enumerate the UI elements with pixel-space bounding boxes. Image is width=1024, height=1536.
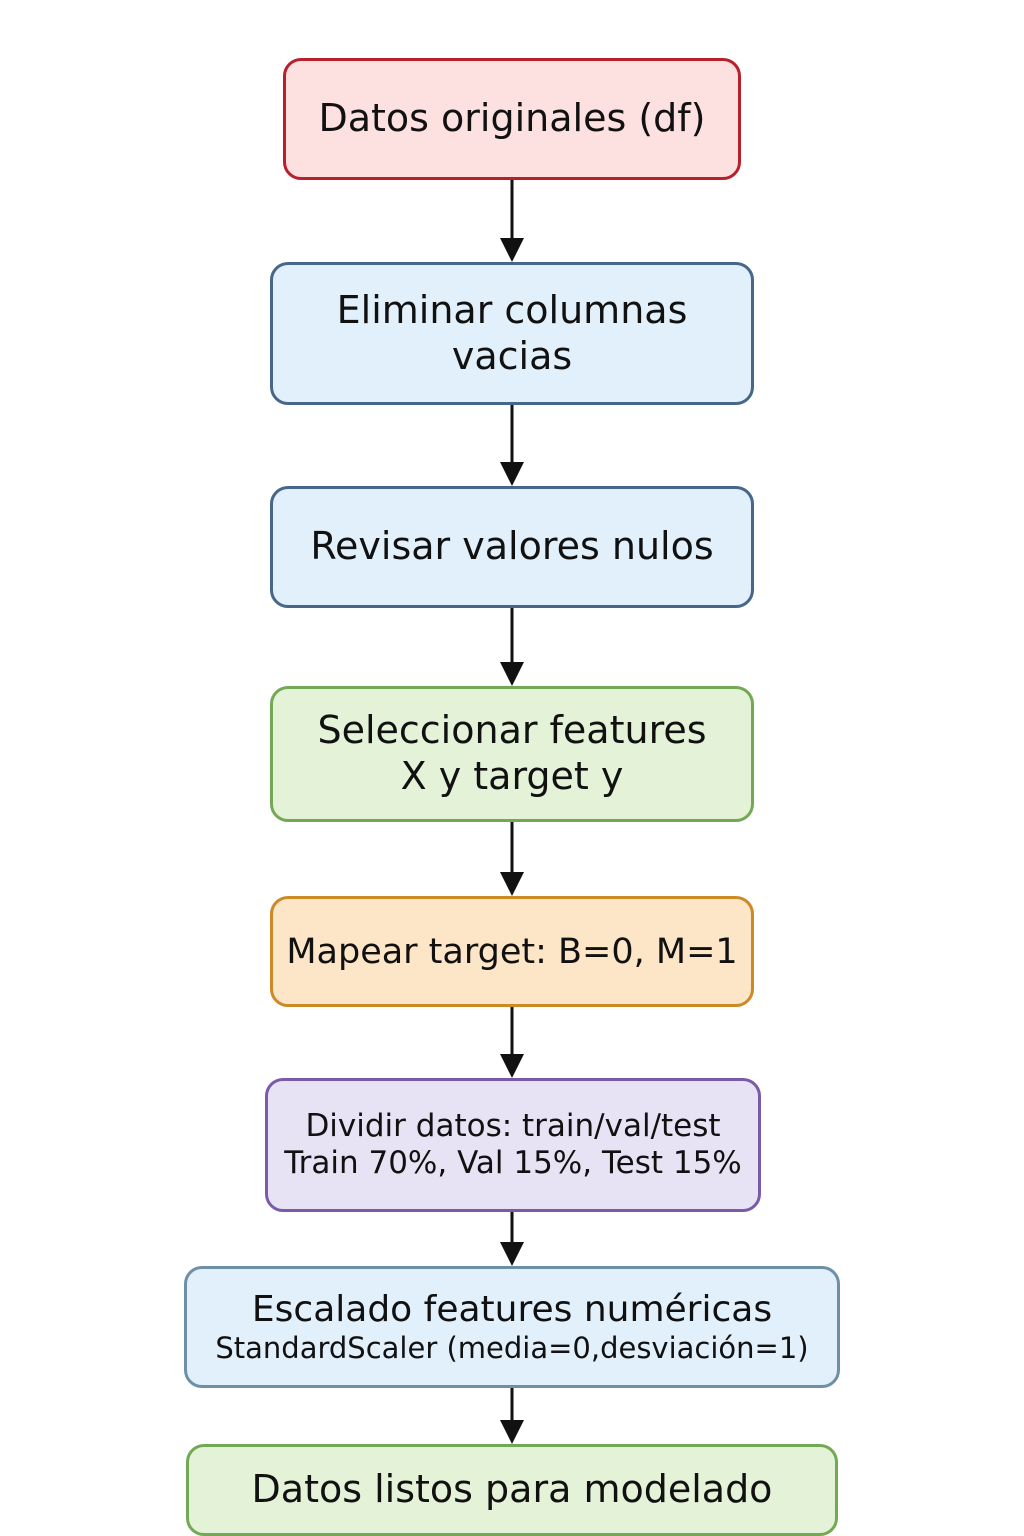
node-label-line-1: Seleccionar features [317,708,707,753]
node-datos-originales: Datos originales (df) [283,58,741,180]
node-label-line-2: Train 70%, Val 15%, Test 15% [284,1145,742,1181]
node-label-line-2: X y target y [400,754,624,798]
node-seleccionar-features: Seleccionar features X y target y [270,686,754,822]
node-mapear-target: Mapear target: B=0, M=1 [270,896,754,1007]
arrow-1 [500,180,524,262]
node-label: Datos listos para modelado [251,1467,773,1512]
node-revisar-nulos: Revisar valores nulos [270,486,754,608]
node-label-line-2: StandardScaler (media=0,desviación=1) [215,1331,809,1366]
arrow-4 [500,822,524,896]
arrow-2 [500,405,524,486]
node-label-line-1: Eliminar columnas [336,287,688,332]
node-label-line-1: Dividir datos: train/val/test [305,1107,721,1144]
node-dividir-datos: Dividir datos: train/val/test Train 70%,… [265,1078,761,1212]
node-label-line-1: Escalado features numéricas [251,1289,773,1330]
arrow-6 [500,1212,524,1266]
arrow-3 [500,608,524,686]
node-escalado: Escalado features numéricas StandardScal… [184,1266,840,1388]
node-label-line-2: vacias [451,333,573,378]
node-eliminar-columnas: Eliminar columnas vacias [270,262,754,405]
arrow-7 [500,1388,524,1444]
node-label: Revisar valores nulos [310,524,714,569]
node-label: Datos originales (df) [318,96,706,141]
node-datos-listos: Datos listos para modelado [186,1444,838,1536]
arrow-5 [500,1007,524,1078]
node-label: Mapear target: B=0, M=1 [286,931,738,972]
